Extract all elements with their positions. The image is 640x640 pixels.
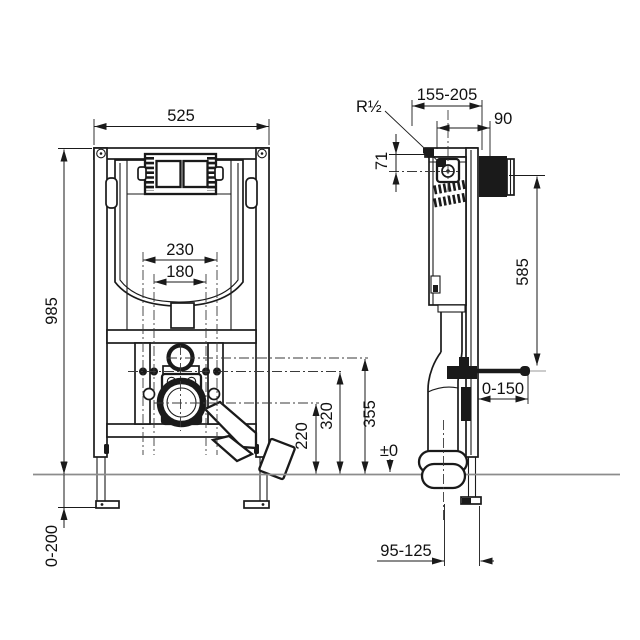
dim-outlet-offset: 95-125	[377, 504, 494, 566]
dim-supply-height: 355	[361, 359, 379, 474]
dim-outlet-height: 220	[293, 404, 320, 474]
dim-label-supply-height: 355	[361, 400, 379, 428]
dim-frame-width: 525	[93, 107, 270, 145]
fixing-bolt	[213, 367, 221, 376]
dim-label-floor-level: ±0	[380, 442, 398, 460]
side-view	[423, 147, 546, 505]
dim-label-connection-offset: 71	[373, 152, 391, 170]
dim-label-rod-length: 0-150	[482, 380, 524, 398]
pan-fixing-bracket	[447, 366, 477, 379]
dim-label-bracket-height: 585	[514, 258, 532, 286]
dim-connection-offset: 71	[373, 134, 427, 192]
front-view	[93, 147, 296, 509]
flush-window	[182, 159, 209, 189]
outlet-socket	[156, 377, 207, 428]
cistern-front	[105, 159, 258, 330]
dim-install-depth: 155-205	[411, 86, 483, 150]
dim-label-fixing-inner: 180	[166, 263, 194, 281]
flush-window	[155, 159, 182, 189]
lower-assembly	[106, 329, 258, 463]
dim-label-frame-height: 985	[43, 297, 61, 325]
dim-label-frame-width: 525	[167, 107, 195, 125]
dim-fixing-inner: 180	[154, 263, 206, 286]
side-tab	[137, 166, 147, 181]
flush-pipe-connector	[170, 302, 195, 329]
side-tab	[214, 166, 224, 181]
label-water-connection: R½	[356, 98, 442, 165]
dim-bracket-depth: 90	[436, 110, 512, 157]
dim-fixing-height: 320	[318, 372, 344, 474]
threaded-rod	[477, 366, 546, 376]
dim-bracket-height: 585	[509, 175, 545, 366]
outlet-bell	[417, 449, 469, 490]
dim-label-foot-adjustment: 0-200	[43, 525, 61, 567]
dim-label-outlet-offset: 95-125	[380, 542, 431, 560]
wall-bracket	[479, 156, 515, 197]
flush-actuator-unit	[137, 152, 224, 196]
adjustment-teeth	[433, 179, 468, 195]
water-connection-label: R½	[356, 98, 382, 116]
dim-label-fixing-outer: 230	[166, 241, 194, 259]
dim-label-bracket-depth: 90	[494, 110, 512, 128]
grip-cutout	[245, 177, 258, 209]
dim-label-install-depth: 155-205	[417, 86, 478, 104]
dim-foot-adjustment: 0-200	[43, 453, 96, 567]
dim-floor-level: ±0	[380, 442, 398, 472]
adjustment-teeth	[433, 192, 468, 208]
dim-frame-height: 985	[43, 148, 92, 474]
dim-fixing-outer: 230	[143, 241, 217, 264]
grip-cutout	[105, 177, 118, 209]
dim-rod-length: 0-150	[478, 375, 529, 404]
flush-pipe-side	[427, 304, 477, 453]
front-frame	[93, 147, 270, 509]
dim-label-fixing-height: 320	[318, 402, 336, 430]
outlet-chute-lower	[210, 434, 255, 463]
cistern-side	[428, 156, 468, 306]
dim-label-outlet-height: 220	[293, 422, 311, 450]
